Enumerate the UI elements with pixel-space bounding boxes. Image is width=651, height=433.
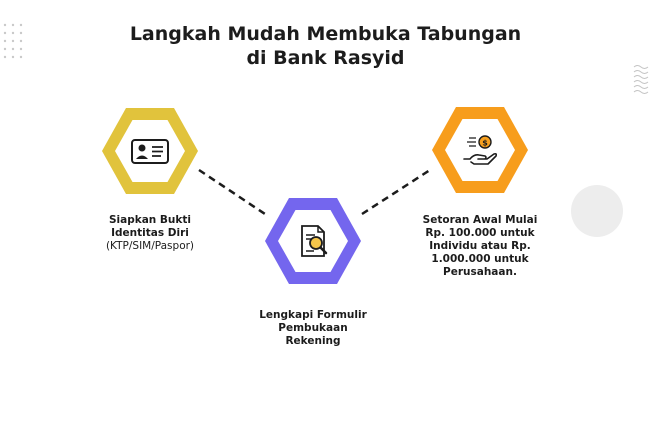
step-1-label: Siapkan Bukti Identitas Diri (KTP/SIM/Pa… <box>90 214 210 253</box>
step-1-title-line: Identitas Diri <box>111 227 189 239</box>
title-line-2: di Bank Rasyid <box>246 47 405 69</box>
money-hand-icon: $ <box>463 135 498 165</box>
connector-step-1-to-2 <box>198 168 266 216</box>
svg-text:$: $ <box>482 139 488 148</box>
step-2-title-line: Pembukaan <box>278 322 348 334</box>
title-line-1: Langkah Mudah Membuka Tabungan <box>129 23 522 45</box>
step-3-title-line: Rp. 100.000 untuk <box>425 227 535 239</box>
step-3-title-line: Setoran Awal Mulai <box>422 214 538 226</box>
step-2-title-line: Lengkapi Formulir <box>259 309 367 321</box>
step-2-title-line: Rekening <box>285 335 341 347</box>
step-2-label: Lengkapi Formulir Pembukaan Rekening <box>250 309 376 348</box>
decorative-wave-lines <box>633 65 649 94</box>
step-3-title-line: Perusahaan. <box>443 266 517 278</box>
step-3-title-line: Individu atau Rp. <box>429 240 531 252</box>
connector-step-2-to-3 <box>361 168 431 216</box>
diagram-title: Langkah Mudah Membuka Tabungan di Bank R… <box>0 22 651 70</box>
step-1-title-line: Siapkan Bukti <box>108 214 192 226</box>
decorative-dot-grid <box>3 23 23 59</box>
id-card-icon <box>131 139 169 164</box>
step-2-hexagon <box>265 198 361 284</box>
document-search-icon <box>301 225 328 257</box>
step-3-title-line: 1.000.000 untuk <box>431 253 529 265</box>
decorative-grey-circle <box>571 185 623 237</box>
step-3-label: Setoran Awal Mulai Rp. 100.000 untuk Ind… <box>418 214 542 279</box>
step-1-subtitle: (KTP/SIM/Paspor) <box>105 240 195 252</box>
